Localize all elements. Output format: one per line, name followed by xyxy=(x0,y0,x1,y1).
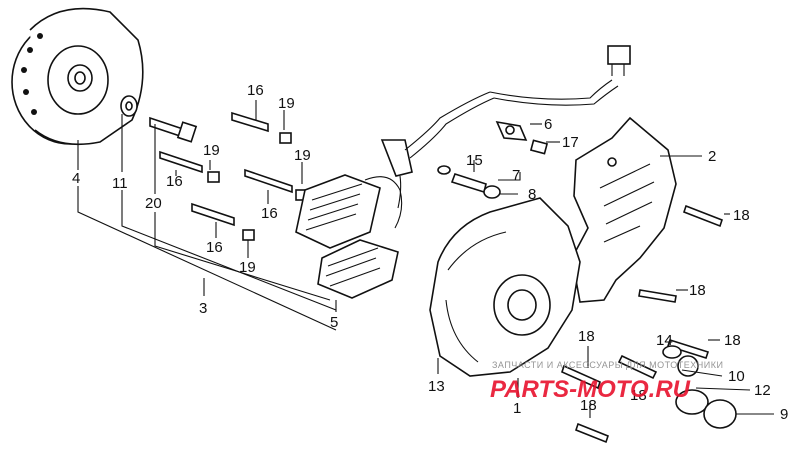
callout-16a: 16 xyxy=(166,173,183,190)
callout-12: 12 xyxy=(754,382,771,399)
callout-2: 2 xyxy=(708,148,716,165)
callout-1: 1 xyxy=(513,400,521,417)
callout-19d: 19 xyxy=(239,259,256,276)
watermark-tagline: ЗАПЧАСТИ И АКСЕССУАРЫ ДЛЯ МОТОТЕХНИКИ xyxy=(492,360,723,370)
callout-16d: 16 xyxy=(206,239,223,256)
callout-3: 3 xyxy=(199,300,207,317)
callout-5: 5 xyxy=(330,314,338,331)
leader-lines xyxy=(77,100,774,418)
callout-14: 14 xyxy=(656,332,673,349)
callout-15: 15 xyxy=(466,152,483,169)
callout-labels: 4 11 20 16 19 16 19 19 16 16 19 3 5 6 17… xyxy=(72,82,788,423)
callout-19a: 19 xyxy=(203,142,220,159)
crankcase-cover xyxy=(429,197,581,377)
watermark-brand: PARTS-MOTO.RU xyxy=(490,376,691,403)
cover-bolts-18 xyxy=(561,204,723,444)
callout-18c: 18 xyxy=(578,328,595,345)
callout-11: 11 xyxy=(112,175,128,192)
callout-7: 7 xyxy=(512,167,520,184)
callout-4: 4 xyxy=(72,170,80,187)
callout-8: 8 xyxy=(528,186,536,203)
callout-19b: 19 xyxy=(278,95,295,112)
wire-harness xyxy=(380,45,631,209)
callout-9: 9 xyxy=(780,406,788,423)
flywheel-rotor xyxy=(11,7,144,146)
callout-17: 17 xyxy=(562,134,579,151)
callout-16c: 16 xyxy=(261,205,278,222)
callout-19c: 19 xyxy=(294,147,311,164)
stator-coils xyxy=(295,174,403,299)
callout-18a: 18 xyxy=(733,207,750,224)
callout-18b: 18 xyxy=(689,282,706,299)
callout-20: 20 xyxy=(145,195,162,212)
callout-6: 6 xyxy=(544,116,552,133)
callout-16b: 16 xyxy=(247,82,264,99)
sprocket-cover xyxy=(571,116,677,303)
clamp-and-screw xyxy=(495,120,549,155)
callout-18e: 18 xyxy=(630,387,647,404)
callout-18f: 18 xyxy=(580,397,597,414)
callout-18d: 18 xyxy=(724,332,741,349)
callout-13: 13 xyxy=(428,378,445,395)
oring-and-fittings xyxy=(437,165,501,199)
nuts-19 xyxy=(207,132,308,241)
bolts-16-20 xyxy=(149,111,293,227)
callout-10: 10 xyxy=(728,368,745,385)
watermark: ЗАПЧАСТИ И АКСЕССУАРЫ ДЛЯ МОТОТЕХНИКИ PA… xyxy=(490,360,723,403)
